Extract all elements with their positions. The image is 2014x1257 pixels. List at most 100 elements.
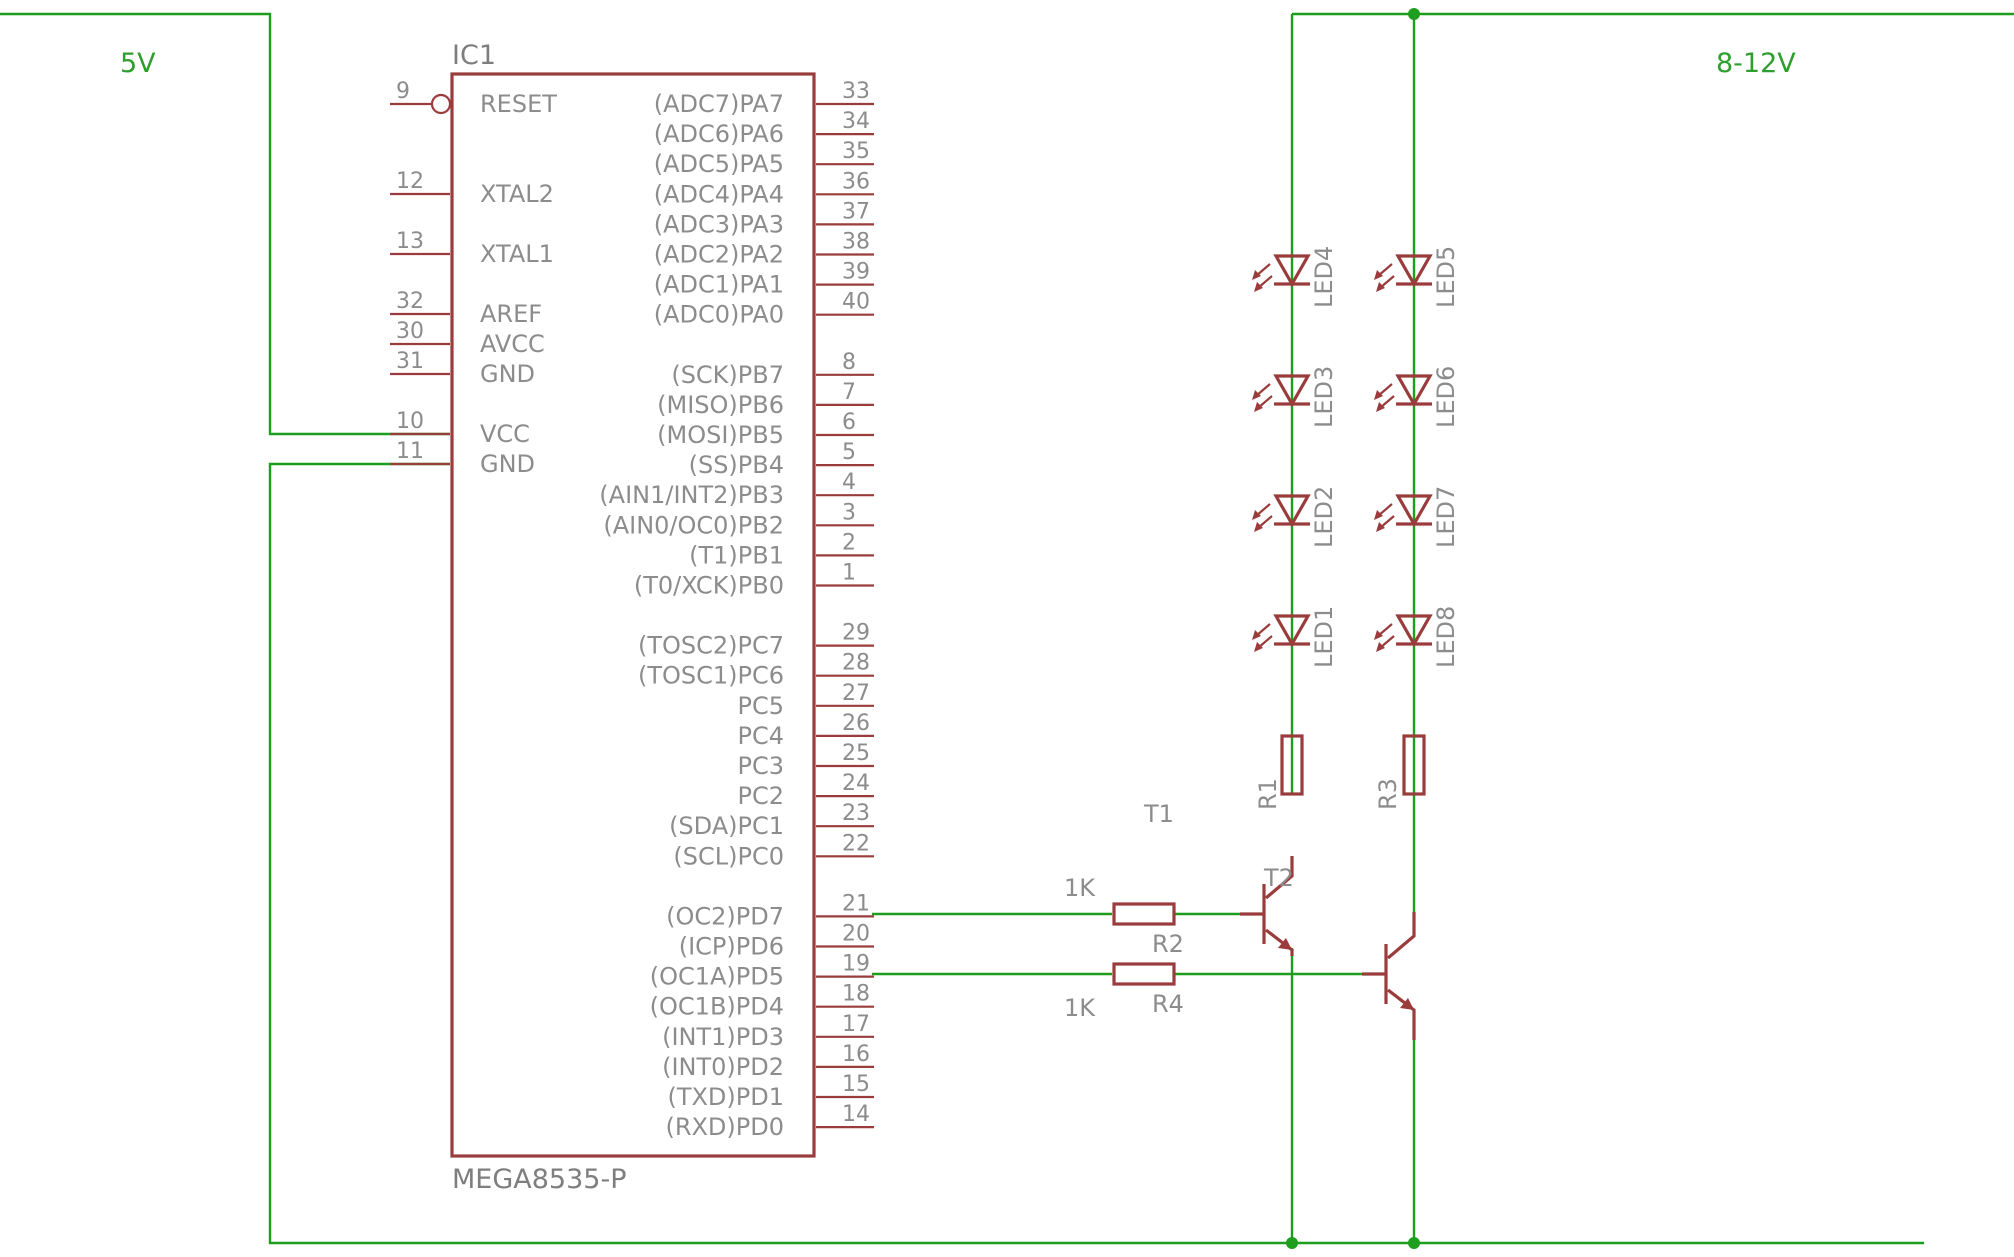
- led-label: LED7: [1432, 486, 1460, 548]
- pin-number: 30: [396, 319, 424, 344]
- led-triangle: [1273, 254, 1311, 288]
- net-label-5v: 5V: [120, 48, 156, 79]
- pin-label: (TOSC1)PC6: [638, 662, 784, 690]
- resistor-r4-body: [1112, 962, 1176, 986]
- pin-label: (SCK)PB7: [671, 361, 784, 389]
- pin-label: (ADC7)PA7: [654, 90, 784, 118]
- pin-label: PC5: [738, 692, 785, 720]
- led-arrow-2-head: [1376, 522, 1385, 532]
- transistor-t2: T2: [1263, 864, 1416, 1040]
- led-arrow-2-head: [1254, 282, 1263, 292]
- pin-label: (OC2)PD7: [666, 902, 784, 930]
- pin-label: (SCL)PC0: [673, 842, 784, 870]
- pin-label: (ADC6)PA6: [654, 120, 784, 148]
- pin-number: 14: [842, 1102, 870, 1127]
- pin-number: 32: [396, 289, 424, 314]
- pin-number: 21: [842, 891, 870, 916]
- led-led4: LED4: [1252, 246, 1338, 308]
- transistor-t2-emitter-arrow: [1400, 998, 1414, 1010]
- led-triangle: [1395, 374, 1433, 408]
- ic1-body: [450, 72, 816, 1158]
- pin-label: (MOSI)PB5: [657, 421, 784, 449]
- led-label: LED1: [1310, 606, 1338, 668]
- transistor-t2-emitter: [1387, 988, 1416, 1040]
- led-label: LED2: [1310, 486, 1338, 548]
- led-label: LED5: [1432, 246, 1460, 308]
- pin-label: XTAL2: [480, 180, 554, 208]
- resistor-r2-label: R2: [1152, 930, 1184, 958]
- resistor-r2-value: 1K: [1064, 874, 1096, 902]
- pin-label: XTAL1: [480, 240, 554, 268]
- pin-label: PC2: [738, 782, 785, 810]
- led-led1: LED1: [1252, 606, 1338, 668]
- led-arrow-1-head: [1252, 270, 1261, 280]
- ic1-pin-9: 9 RESET: [390, 79, 557, 118]
- led-triangle: [1273, 614, 1311, 648]
- pin-number: 40: [842, 290, 870, 315]
- pin-number: 7: [842, 380, 856, 405]
- pin-number: 10: [396, 409, 424, 434]
- resistor-r1-body: [1280, 734, 1304, 796]
- led-triangle: [1395, 254, 1433, 288]
- led-arrow-2-head: [1254, 402, 1263, 412]
- wire-gnd-left: [268, 462, 1924, 1245]
- resistor-r3: R3: [1374, 734, 1426, 810]
- pin-label: (INT1)PD3: [662, 1023, 784, 1051]
- ic1-pin-18: 18(OC1B)PD4: [650, 982, 874, 1021]
- wire-5v: [0, 12, 450, 436]
- led-arrow-2-head: [1376, 402, 1385, 412]
- pin-number: 20: [842, 922, 870, 947]
- pin-number: 17: [842, 1012, 870, 1037]
- ic1-pin-5: 5(SS)PB4: [689, 440, 874, 479]
- pin-label: (ADC3)PA3: [654, 210, 784, 238]
- pin-label: VCC: [480, 420, 530, 448]
- resistor-r4: R4 1K: [1064, 962, 1184, 1022]
- pin-number: 24: [842, 771, 870, 796]
- pin-number: 11: [396, 439, 424, 464]
- led-arrow-1-head: [1252, 630, 1261, 640]
- led-arrow-1-head: [1252, 390, 1261, 400]
- pin-number: 13: [396, 229, 424, 254]
- ic1-pin-2: 2 (T1)PB1: [689, 530, 874, 569]
- resistor-r3-label: R3: [1374, 778, 1402, 810]
- ic1-pin-35: 35(ADC5)PA5: [654, 139, 874, 178]
- led-arrow-2-head: [1254, 522, 1263, 532]
- pin-label: (T1)PB1: [689, 541, 784, 569]
- pin-label: PC3: [738, 752, 785, 780]
- ic1-pin-14: 14(RXD)PD0: [665, 1102, 874, 1141]
- resistor-r2-body: [1112, 902, 1176, 926]
- ic1-pin-3: 3(AIN0/OC0)PB2: [603, 500, 874, 539]
- ic1-pin-19: 19(OC1A)PD5: [650, 952, 874, 991]
- pin-label: (MISO)PB6: [657, 391, 784, 419]
- junction-gnd-left: [1286, 1237, 1298, 1249]
- ic1-pin-17: 17 (INT1)PD3: [662, 1012, 874, 1051]
- pin-number: 37: [842, 199, 870, 224]
- ic1-pin-23: 23(SDA)PC1: [669, 801, 874, 840]
- led-led5: LED5: [1374, 246, 1460, 308]
- pin-number: 2: [842, 530, 856, 555]
- pin-label: (TXD)PD1: [667, 1083, 784, 1111]
- ic1-pin-28: 28(TOSC1)PC6: [638, 651, 874, 690]
- pin-number: 26: [842, 711, 870, 736]
- pin-label: RESET: [480, 90, 557, 118]
- ic1-pin-10: 10 VCC: [390, 409, 530, 448]
- pin-number: 6: [842, 410, 856, 435]
- pin-number: 31: [396, 349, 424, 374]
- transistor-t1: T1: [1143, 800, 1294, 956]
- pin-inversion-bubble: [430, 93, 452, 115]
- led-led3: LED3: [1252, 366, 1338, 428]
- transistor-t1-label: T1: [1143, 800, 1174, 828]
- pin-label: (SDA)PC1: [669, 812, 784, 840]
- pin-number: 29: [842, 621, 870, 646]
- pin-number: 18: [842, 982, 870, 1007]
- junction-gnd-right: [1408, 1237, 1420, 1249]
- pin-number: 9: [396, 79, 410, 104]
- pin-label: (ADC5)PA5: [654, 150, 784, 178]
- led-arrow-1-head: [1374, 630, 1383, 640]
